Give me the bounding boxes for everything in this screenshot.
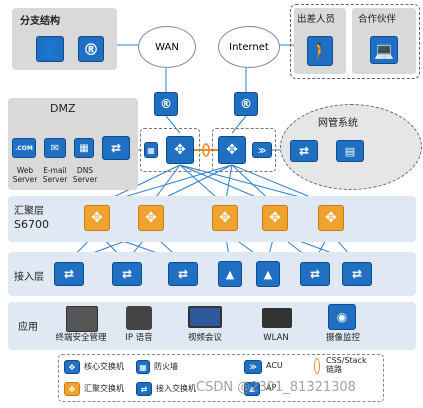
partner-title: 合作伙伴 — [358, 14, 397, 25]
partner-user-icon: 💻 — [370, 36, 398, 64]
access-switch-2-icon: ⇄ — [112, 262, 142, 286]
ip-phone-icon — [126, 306, 152, 330]
dns-server-label: DNS Server — [72, 166, 98, 184]
legend-core-switch-icon: ✥ — [64, 360, 80, 374]
agg-switch-1-icon: ✥ — [84, 205, 110, 231]
agg-switch-3-icon: ✥ — [212, 205, 238, 231]
access-title: 接入层 — [14, 272, 44, 283]
legend-access-switch-label: 接入交换机 — [156, 384, 196, 393]
remote-zone — [290, 4, 420, 79]
legend-ap-label: AP — [266, 383, 277, 392]
email-server-icon: ✉ — [44, 138, 66, 158]
ap-1-icon: ▲ — [218, 261, 242, 287]
core-left-frame — [140, 128, 200, 172]
internet-router-icon: ® — [234, 92, 258, 116]
acu-icon: ≫ — [252, 142, 272, 158]
legend-css-label: CSS/Stack 链路 — [326, 356, 367, 374]
terminal-security-icon — [66, 306, 98, 332]
branch-title: 分支结构 — [20, 16, 60, 27]
app-ip-voice-label: IP 语音 — [125, 333, 153, 343]
email-server-label: E-mail Server — [42, 166, 68, 184]
dmz-title: DMZ — [50, 102, 76, 115]
firewall-left-icon: ▦ — [144, 142, 158, 158]
agg-switch-2-icon: ✥ — [138, 205, 164, 231]
legend-firewall-icon: ▦ — [136, 360, 150, 374]
app-wlan-label: WLAN — [263, 333, 289, 343]
internet-label: Internet — [229, 41, 269, 53]
core-right-frame — [212, 128, 276, 172]
app-terminal-security-label: 终端安全管理 — [55, 333, 107, 343]
web-server-label: Web Server — [12, 166, 38, 184]
legend-access-switch-icon: ⇄ — [136, 382, 152, 396]
camera-icon: ◉ — [328, 304, 356, 330]
legend-agg-switch-label: 汇聚交换机 — [84, 384, 124, 393]
dmz-zone: DMZ .COM ✉ ▦ ⇄ Web Server E-mail Server … — [8, 98, 138, 190]
wlan-laptop-icon — [262, 308, 292, 328]
core-switch-left-icon: ✥ — [166, 136, 194, 164]
branch-user-icon: 👤 — [36, 36, 64, 62]
nms-server-icon: ▤ — [336, 140, 364, 162]
aggregation-title: 汇聚层 — [14, 206, 44, 217]
branch-zone: 分支结构 👤 ® — [12, 8, 117, 70]
dns-server-icon: ▦ — [74, 138, 94, 158]
access-switch-3-icon: ⇄ — [168, 262, 198, 286]
dmz-switch-icon: ⇄ — [102, 136, 130, 160]
application-title: 应用 — [18, 322, 38, 333]
internet-cloud: Internet — [218, 26, 280, 68]
access-switch-4-icon: ⇄ — [300, 262, 330, 286]
agg-switch-5-icon: ✥ — [318, 205, 344, 231]
legend-acu-label: ACU — [266, 361, 283, 370]
access-switch-5-icon: ⇄ — [342, 262, 372, 286]
web-server-icon: .COM — [12, 138, 36, 158]
legend-agg-switch-icon: ✥ — [64, 382, 80, 396]
core-switch-right-icon: ✥ — [218, 136, 246, 164]
legend-acu-icon: ≫ — [244, 360, 262, 374]
app-camera-label: 摄像监控 — [325, 333, 360, 343]
nms-switch-icon: ⇄ — [290, 140, 318, 162]
wan-cloud: WAN — [138, 26, 196, 68]
watermark: CSDN @2301_81321308 — [196, 380, 356, 395]
partner-zone: 合作伙伴 💻 — [352, 8, 416, 74]
aggregation-model: S6700 — [14, 218, 49, 231]
legend-firewall-label: 防火墙 — [154, 362, 178, 371]
agg-switch-4-icon: ✥ — [262, 205, 288, 231]
branch-router-icon: ® — [78, 36, 104, 62]
legend-css-icon — [314, 358, 320, 374]
travel-title: 出差人员 — [297, 14, 336, 25]
access-switch-1-icon: ⇄ — [54, 262, 84, 286]
travel-zone: 出差人员 🚶 — [294, 8, 346, 74]
wan-label: WAN — [155, 41, 179, 53]
video-conference-icon — [188, 306, 222, 328]
app-video-conference-label: 视频会议 — [187, 333, 222, 343]
wan-router-icon: ® — [154, 92, 178, 116]
nms-title: 网管系统 — [318, 118, 358, 129]
legend — [58, 354, 384, 402]
ap-2-icon: ▲ — [256, 261, 280, 287]
legend-core-switch-label: 核心交换机 — [84, 362, 124, 371]
travel-user-icon: 🚶 — [307, 36, 333, 66]
legend-ap-icon: ▲ — [244, 382, 260, 396]
com-label: .COM — [15, 144, 33, 152]
